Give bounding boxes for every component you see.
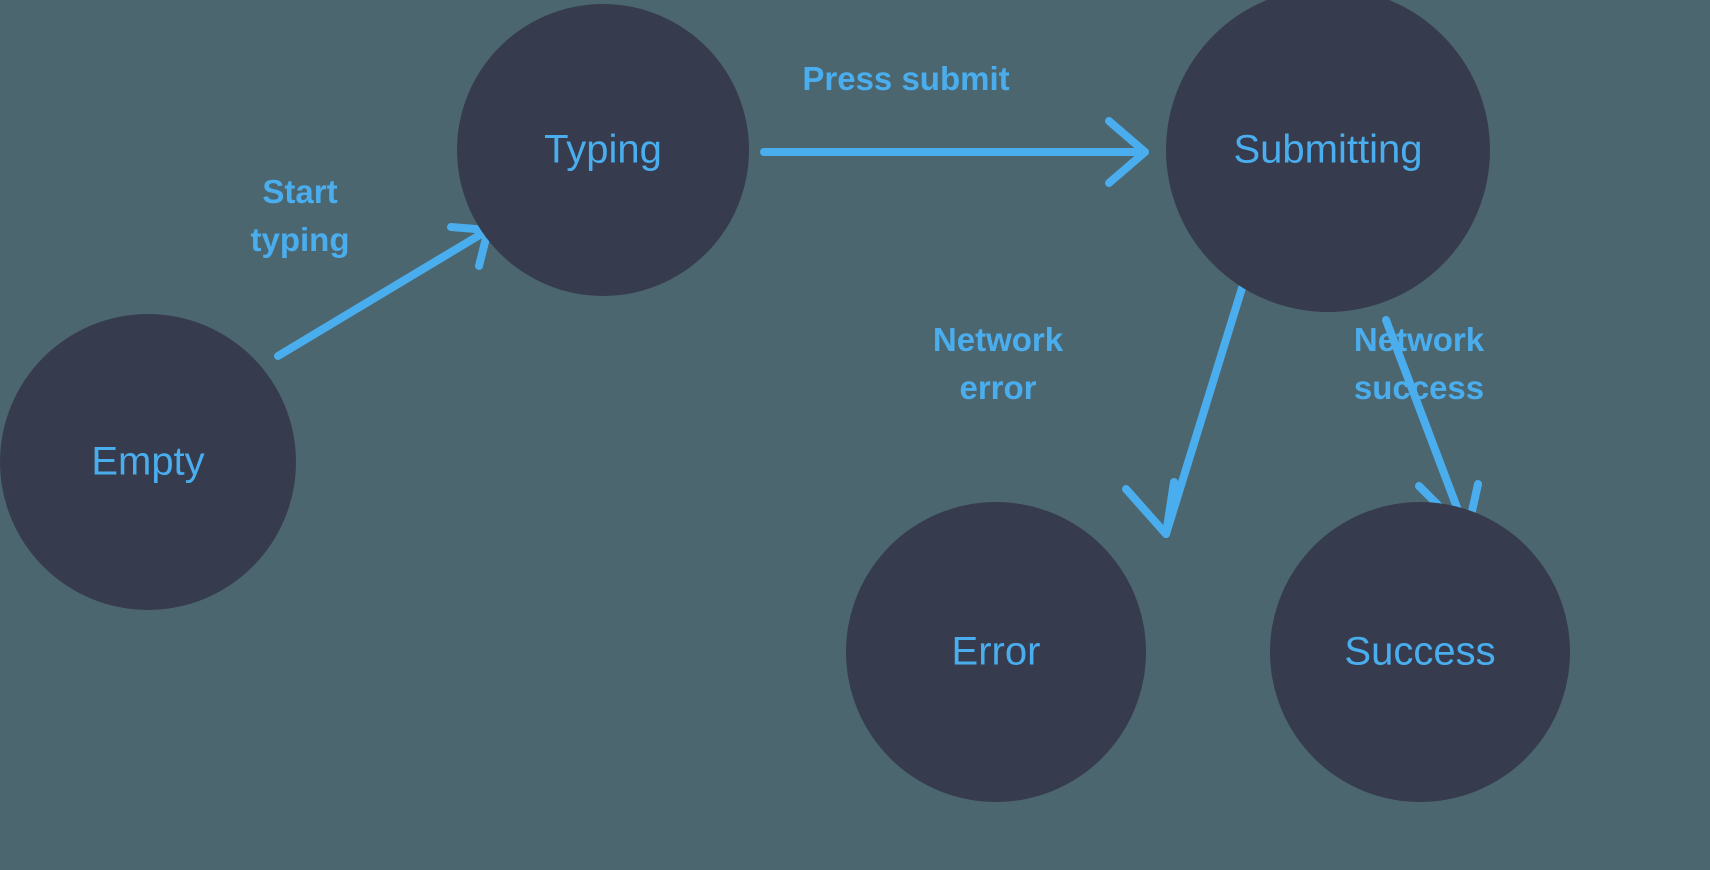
transition-line-network-success	[1382, 316, 1471, 538]
state-label-typing: Typing	[544, 128, 662, 172]
transition-line-start-typing	[274, 226, 492, 360]
transition-label-line: Start	[262, 173, 337, 210]
state-node-success[interactable]: Success	[1270, 502, 1570, 802]
state-circle-typing[interactable]	[457, 4, 749, 296]
transition-label-line: Press submit	[802, 60, 1009, 97]
state-label-success: Success	[1344, 630, 1495, 674]
state-label-empty: Empty	[91, 440, 204, 484]
transition-label-line: Network	[1354, 321, 1485, 358]
state-circle-error[interactable]	[846, 502, 1146, 802]
state-node-error[interactable]: Error	[846, 502, 1146, 802]
transition-label-network-success: Network success	[1354, 321, 1485, 406]
transition-label-line: typing	[251, 221, 350, 258]
transition-label-start-typing: Start typing	[251, 173, 350, 258]
state-node-submitting[interactable]: Submitting	[1166, 0, 1490, 312]
transition-line-network-error	[1162, 284, 1246, 538]
transition-press-submit[interactable]	[760, 117, 1149, 187]
state-node-empty[interactable]: Empty	[0, 314, 296, 610]
transition-label-line: Network	[933, 321, 1064, 358]
transition-label-line: success	[1354, 369, 1484, 406]
state-label-submitting: Submitting	[1234, 128, 1423, 172]
transition-label-press-submit: Press submit	[802, 60, 1009, 97]
state-label-error: Error	[952, 630, 1041, 674]
state-node-typing[interactable]: Typing	[457, 4, 749, 296]
transition-network-error[interactable]	[1122, 284, 1246, 538]
state-circle-submitting[interactable]	[1166, 0, 1490, 312]
arrowhead-icon-network-error	[1122, 478, 1178, 538]
transition-label-line: error	[959, 369, 1036, 406]
state-circle-success[interactable]	[1270, 502, 1570, 802]
transition-label-network-error: Network error	[933, 321, 1064, 406]
transitions-layer	[274, 117, 1482, 538]
state-circle-empty[interactable]	[0, 314, 296, 610]
arrowhead-icon-press-submit	[1105, 117, 1149, 187]
